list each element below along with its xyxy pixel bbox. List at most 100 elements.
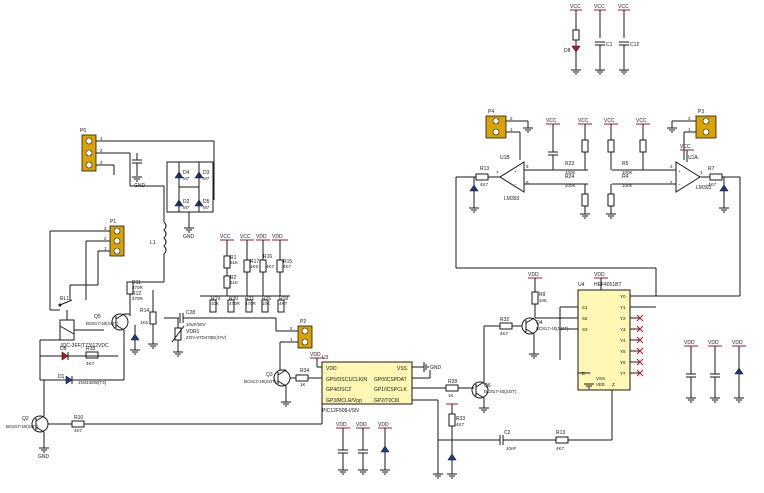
svg-text:R2: R2 <box>230 275 237 281</box>
resistor-r10: R10 4K7 <box>48 415 322 433</box>
svg-text:P2: P2 <box>300 319 306 325</box>
svg-text:VCC: VCC <box>220 234 231 240</box>
svg-text:R24: R24 <box>565 174 574 180</box>
resistor-r28: R28 1K <box>412 379 474 398</box>
resistor-top <box>572 29 580 41</box>
resistor-r12: R12 470R <box>132 291 144 301</box>
cap-c1: C1 <box>595 41 613 70</box>
svg-text:P3: P3 <box>698 109 704 115</box>
svg-text:2: 2 <box>670 180 673 185</box>
svg-text:M7: M7 <box>183 176 190 181</box>
svg-text:1: 1 <box>510 127 513 132</box>
right-decoupling: VDD VDD VDD <box>684 340 746 403</box>
transistor-q4: Q4 BC817-40(SOT) <box>521 317 569 359</box>
transistor-q2: Q2 BC817-40(SOT) GND <box>6 380 50 460</box>
svg-text:HEF4051BT: HEF4051BT <box>594 282 622 288</box>
inductor-l1: L1 <box>150 186 167 282</box>
svg-text:4K7: 4K7 <box>456 422 465 427</box>
svg-text:M7: M7 <box>183 205 190 210</box>
svg-text:LM393: LM393 <box>504 196 520 202</box>
bridge-rectifier: D4 D3 D2 D5 M7 M7 M7 M7 GND <box>166 161 214 240</box>
svg-text:3: 3 <box>104 226 107 231</box>
svg-text:U1A: U1A <box>688 155 698 161</box>
svg-text:VDD: VDD <box>326 366 337 372</box>
svg-text:VCC: VCC <box>604 118 615 124</box>
connector-p4: P4 2 1 <box>485 109 513 139</box>
varistor-vdr1: VDR1 ZOV-07D470E(47V) <box>171 318 227 357</box>
svg-text:PIC12F508-I/SN: PIC12F508-I/SN <box>322 408 359 414</box>
svg-text:4K7: 4K7 <box>500 331 509 336</box>
svg-text:R13: R13 <box>556 430 565 436</box>
svg-text:R14: R14 <box>140 308 149 314</box>
svg-text:1K5: 1K5 <box>140 320 149 325</box>
svg-text:R16: R16 <box>263 254 272 260</box>
svg-text:470R: 470R <box>245 301 257 306</box>
svg-text:GP5/OSC1/CLKIN: GP5/OSC1/CLKIN <box>326 377 368 383</box>
svg-text:R11: R11 <box>132 280 141 286</box>
svg-text:P1: P1 <box>110 219 116 225</box>
svg-text:BC817-40(SOT): BC817-40(SOT) <box>86 321 119 326</box>
connector-p6: P6 1 2 3 <box>80 128 103 172</box>
svg-text:R18: R18 <box>86 346 95 352</box>
svg-text:Q3: Q3 <box>266 372 273 378</box>
relay-rl1: RL1 JQC-3FF(T73)12VDC <box>50 296 109 349</box>
svg-text:2: 2 <box>510 116 513 121</box>
cap-c12: C12 <box>619 41 639 70</box>
svg-text:LM393: LM393 <box>696 185 712 191</box>
svg-text:GP1/ICSPCLK: GP1/ICSPCLK <box>374 387 407 393</box>
svg-text:VDD: VDD <box>356 422 367 428</box>
svg-text:GP3/MCLR/Vpp: GP3/MCLR/Vpp <box>326 398 362 404</box>
svg-text:D4: D4 <box>183 170 190 176</box>
svg-text:R17: R17 <box>250 259 259 265</box>
svg-text:3: 3 <box>670 164 673 169</box>
mcu-u3: VDD GP5/OSC1/CLKIN GP4/OSC2 GP3/MCLR/Vpp… <box>321 355 413 414</box>
svg-text:VDD: VDD <box>310 352 321 358</box>
svg-text:1K: 1K <box>300 382 306 387</box>
svg-text:GP0/ICSPDAT: GP0/ICSPDAT <box>374 377 407 383</box>
svg-text:D5: D5 <box>203 199 210 205</box>
svg-text:470R: 470R <box>229 301 241 306</box>
svg-text:4K7: 4K7 <box>279 301 288 306</box>
connector-p2: P2 2 1 <box>275 318 313 370</box>
svg-text:Y3: Y3 <box>620 327 626 332</box>
svg-text:10uF/50V: 10uF/50V <box>186 322 206 327</box>
svg-text:Q4: Q4 <box>536 320 543 326</box>
svg-text:Y6: Y6 <box>620 360 626 365</box>
svg-text:GND: GND <box>134 183 146 189</box>
svg-text:470R: 470R <box>132 285 144 290</box>
svg-text:U4: U4 <box>578 282 585 288</box>
svg-text:C12: C12 <box>630 42 639 48</box>
vcc-rail-3: VCC <box>618 4 630 38</box>
svg-text:VCC: VCC <box>594 4 605 10</box>
comparator-u1b: + − U1B LM393 7 5 6 <box>496 155 529 202</box>
svg-text:VCC: VCC <box>578 118 589 124</box>
svg-text:6: 6 <box>526 180 529 185</box>
transistor-q6: Q6 BC817-40(SOT) <box>471 366 517 413</box>
svg-text:4K7: 4K7 <box>74 428 83 433</box>
svg-text:GND: GND <box>183 234 195 240</box>
svg-text:BC817-40(SOT): BC817-40(SOT) <box>244 379 277 384</box>
svg-text:JQC-3FF(T73)12VDC: JQC-3FF(T73)12VDC <box>60 343 109 349</box>
svg-text:10K: 10K <box>211 301 219 306</box>
svg-text:10nF: 10nF <box>506 446 517 451</box>
svg-text:R33: R33 <box>456 416 465 422</box>
svg-text:BC817-40(SOT): BC817-40(SOT) <box>484 389 517 394</box>
svg-text:VCC: VCC <box>618 4 629 10</box>
svg-text:7: 7 <box>496 170 499 175</box>
svg-text:P6: P6 <box>80 128 86 134</box>
svg-text:ZOV-07D470E(47V): ZOV-07D470E(47V) <box>186 335 227 340</box>
svg-text:3: 3 <box>100 160 103 165</box>
svg-text:GND: GND <box>38 454 50 460</box>
svg-text:Q5: Q5 <box>94 314 101 320</box>
svg-text:470R: 470R <box>132 296 144 301</box>
svg-text:Y5: Y5 <box>620 349 626 354</box>
svg-text:−: − <box>678 182 681 187</box>
svg-text:R23: R23 <box>565 161 574 167</box>
svg-text:1: 1 <box>100 136 103 141</box>
svg-text:P4: P4 <box>488 109 494 115</box>
svg-text:51K: 51K <box>230 280 238 285</box>
svg-text:D9: D9 <box>60 346 67 352</box>
svg-text:C1: C1 <box>606 42 613 48</box>
svg-text:VDR1: VDR1 <box>186 329 200 335</box>
